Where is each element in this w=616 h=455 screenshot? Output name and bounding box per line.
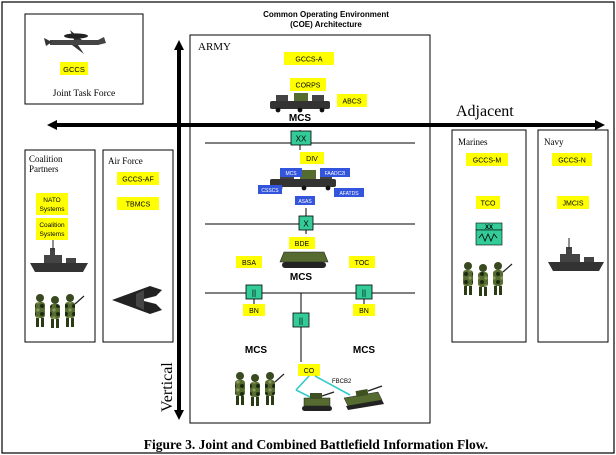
army-tank-right-icon [343, 385, 384, 410]
vertical-axis-label: Vertical [159, 362, 176, 412]
marines-unit-symbol: XX [485, 225, 493, 231]
marines-division-vehicle-icon: XX [475, 222, 503, 246]
header-title-line2: (COE) Architecture [290, 20, 362, 29]
bn-left-badge [243, 304, 265, 316]
tco-badge-text: TCO [481, 201, 496, 208]
bn-left-echelon-symbol [245, 284, 263, 300]
figure-caption: Figure 3. Joint and Combined Battlefield… [144, 437, 488, 452]
fbcb2-label: FBCB2 [332, 379, 352, 385]
cssc2s-system [258, 185, 282, 194]
jmcis-badge-text: JMCIS [563, 201, 584, 208]
bn-left-echelon-text: || [252, 289, 256, 298]
army-soldiers-icon [235, 372, 285, 406]
gccs-n-badge [552, 153, 592, 166]
awacs-aircraft-icon [44, 30, 106, 54]
mcs-bn-right-label: MCS [353, 345, 376, 356]
stealth-fighter-icon [112, 286, 162, 314]
brigade-vehicle-icon [279, 251, 329, 268]
bsa-badge-text: BSA [242, 260, 256, 267]
x-echelon-symbol [298, 215, 314, 231]
nato-badge-line1: NATO [43, 197, 60, 204]
coalition-badge-line2: Systems [40, 231, 66, 238]
xx-echelon-symbol [290, 130, 312, 146]
soldiers-icon [35, 294, 85, 328]
gccs-a-badge-text: GCCS-A [295, 57, 323, 64]
tbmcs-badge [117, 197, 159, 210]
gccs-badge [60, 62, 88, 75]
air-force-box: Air Force GCCS-AF TBMCS [102, 149, 174, 343]
marine-soldiers-icon [463, 262, 513, 296]
bn-right-badge [353, 304, 375, 316]
coalition-label-line2: Partners [29, 164, 59, 174]
co-badge [298, 364, 320, 376]
coalition-label-line1: Coalition [29, 154, 63, 164]
bde-badge [289, 237, 315, 249]
div-badge-text: DIV [306, 156, 318, 163]
cssc2s-system-text: CSSCS [261, 188, 279, 194]
gccs-a-badge [284, 52, 334, 65]
gccs-n-badge-text: GCCS-N [558, 158, 586, 165]
adjacent-axis-label: Adjacent [456, 103, 514, 120]
bn-right-echelon-text: || [362, 289, 366, 298]
faadc2i-system [320, 168, 350, 177]
coalition-systems-badge [36, 218, 68, 240]
co-badge-text: CO [304, 368, 315, 375]
gccs-m-badge-text: GCCS-M [473, 158, 502, 165]
marines-box: Marines GCCS-M TCO XX [451, 129, 527, 343]
joint-task-force-label: Joint Task Force [53, 89, 116, 99]
air-force-label: Air Force [108, 156, 143, 166]
div-mcs-system-text: MCS [285, 171, 297, 177]
mcs-corps-label: MCS [289, 113, 312, 124]
co-echelon-symbol [292, 312, 310, 328]
navy-label: Navy [544, 137, 564, 147]
gccs-af-badge [117, 172, 159, 185]
toc-badge [349, 256, 375, 268]
joint-task-force-box: GCCS Joint Task Force [24, 13, 144, 105]
div-mcs-system [280, 168, 302, 177]
gccs-af-badge-text: GCCS-AF [122, 177, 154, 184]
faadc2i-system-text: FAADC2I [325, 171, 346, 177]
x-echelon-text: X [303, 220, 309, 229]
corps-badge-text: CORPS [296, 83, 321, 90]
bsa-badge [236, 256, 262, 268]
warship-icon [30, 240, 88, 272]
bn-right-echelon-symbol [355, 284, 373, 300]
corps-vehicles-icon [270, 93, 330, 113]
xx-echelon-text: XX [296, 135, 307, 144]
mcs-brigade-label: MCS [290, 272, 313, 283]
marines-label: Marines [458, 137, 488, 147]
bn-right-badge-text: BN [359, 308, 369, 315]
nato-systems-badge [36, 193, 68, 215]
coalition-badge-line1: Coalition [39, 222, 65, 229]
gccs-m-badge [466, 153, 508, 166]
abcs-badge-text: ABCS [342, 99, 361, 106]
afatds-system-text: AFATDS [339, 191, 359, 197]
abcs-badge [337, 94, 367, 107]
army-label: ARMY [198, 41, 231, 53]
navy-box: Navy GCCS-N JMCIS [537, 129, 609, 343]
jmcis-badge [557, 196, 589, 209]
bde-badge-text: BDE [295, 241, 310, 248]
fbcb2-link-left [295, 375, 310, 391]
toc-badge-text: TOC [355, 260, 370, 267]
army-tank-left-icon [302, 391, 335, 411]
tbmcs-badge-text: TBMCS [126, 202, 151, 209]
corps-badge [290, 78, 326, 91]
co-echelon-text: || [299, 317, 303, 326]
fbcb2-link-right [314, 375, 351, 396]
coalition-partners-box: Coalition Partners NATO Systems Coalitio… [24, 149, 96, 343]
gccs-badge-text: GCCS [63, 65, 85, 74]
tco-badge [476, 196, 500, 209]
asas-system [295, 196, 315, 205]
mcs-bn-left-label: MCS [245, 345, 268, 356]
nato-badge-line2: Systems [40, 206, 66, 213]
div-badge [300, 152, 324, 164]
header-title-line1: Common Operating Environment [263, 10, 389, 19]
asas-system-text: ASAS [298, 199, 312, 205]
navy-warship-icon [548, 238, 604, 271]
afatds-system [334, 188, 364, 197]
bn-left-badge-text: BN [249, 308, 259, 315]
